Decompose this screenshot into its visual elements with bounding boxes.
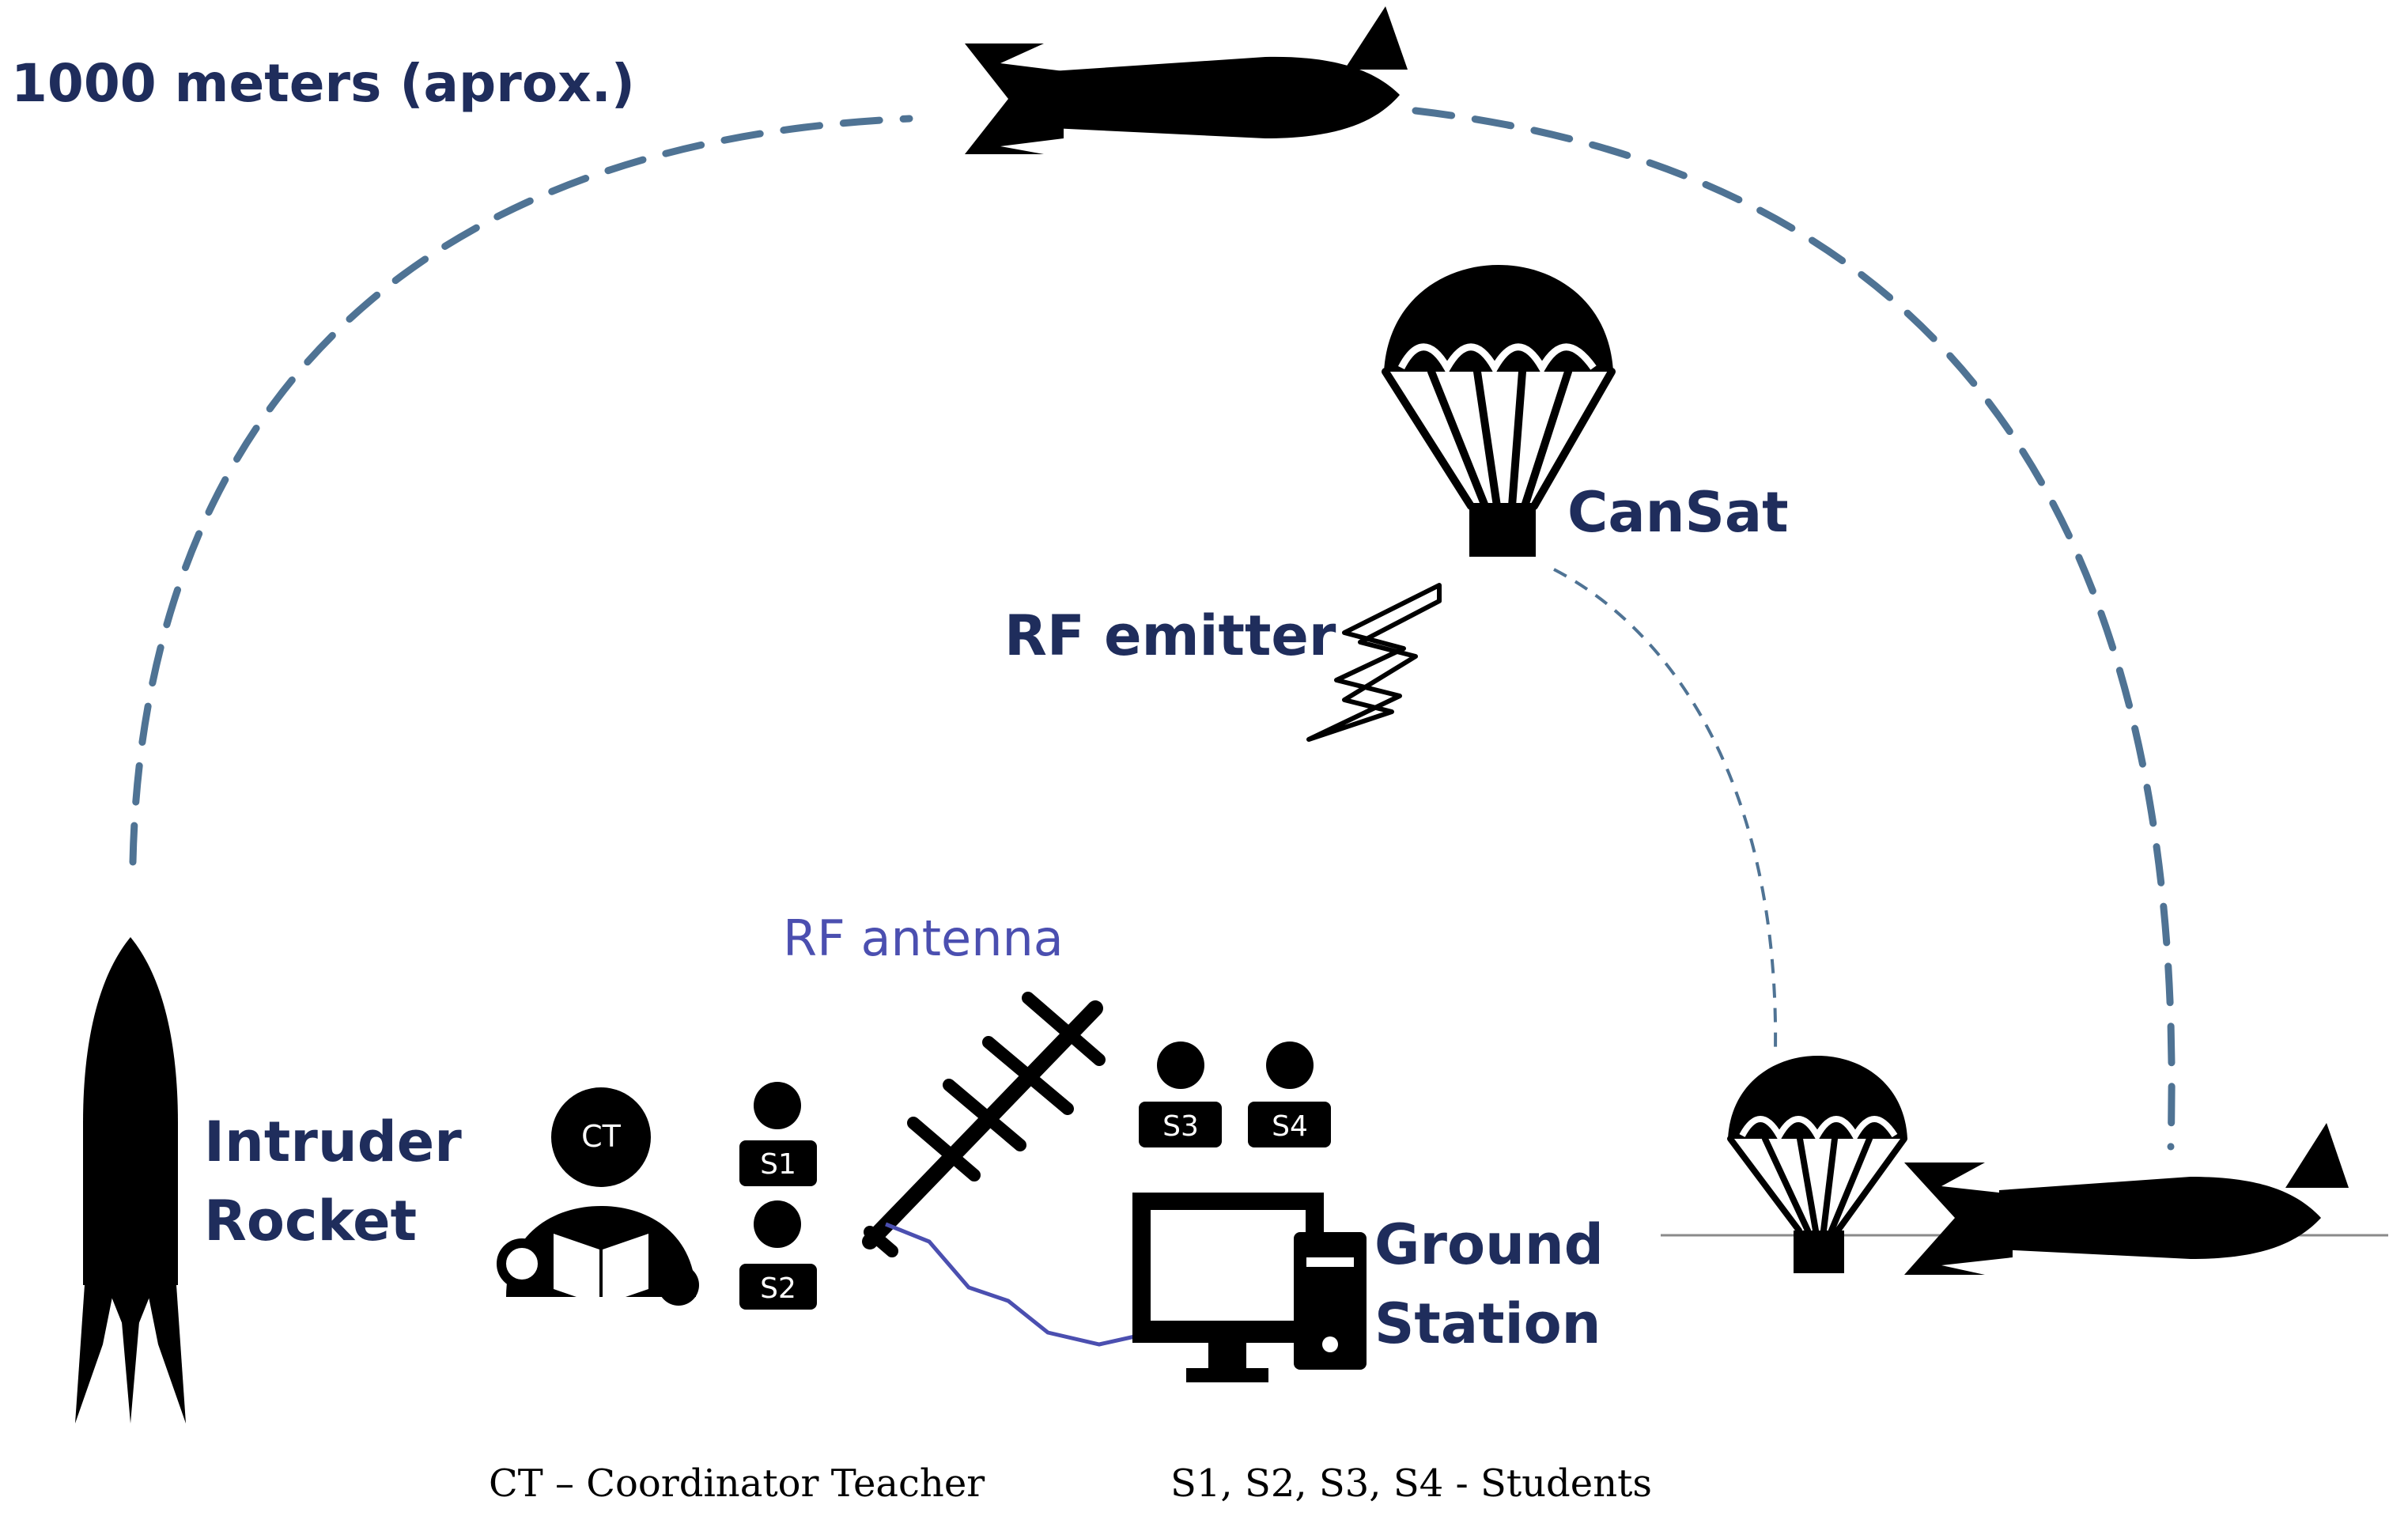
antenna-cable <box>885 1222 1136 1347</box>
intruder-label-line1: Intruder <box>204 1110 462 1174</box>
rocket-apogee-icon <box>965 6 1408 154</box>
rf-antenna-icon <box>862 992 1106 1257</box>
s4-badge: S4 <box>1272 1110 1308 1143</box>
student-s2-icon <box>739 1200 817 1310</box>
rf-antenna-label: RF antenna <box>783 909 1064 967</box>
intruder-label-line2: Rocket <box>204 1189 417 1253</box>
cansat-descent-path <box>1553 568 1778 1053</box>
rf-emitter-label: RF emitter <box>1004 603 1336 668</box>
legend-coordinator: CT – Coordinator Teacher <box>489 1461 985 1506</box>
cansat-parachute-icon <box>1382 265 1616 557</box>
student-s4-icon <box>1248 1042 1331 1147</box>
landed-parachute-icon <box>1727 1056 1907 1273</box>
ct-badge: CT <box>581 1119 622 1154</box>
ground-station-label-line1: Ground <box>1374 1212 1604 1277</box>
intruder-rocket-icon <box>75 937 186 1423</box>
ground-station-label-line2: Station <box>1374 1291 1601 1356</box>
rocket-trajectory-arc <box>129 107 2176 1151</box>
lightning-bolt-icon <box>1306 583 1442 742</box>
student-s3-icon <box>1139 1042 1222 1147</box>
coordinator-teacher-icon <box>497 1087 699 1306</box>
student-s1-icon <box>739 1082 817 1186</box>
computer-tower-icon <box>1294 1232 1367 1370</box>
computer-monitor-icon <box>1132 1193 1324 1382</box>
altitude-label: 1000 meters (aprox.) <box>11 53 635 114</box>
s2-badge: S2 <box>760 1272 796 1305</box>
legend-students: S1, S2, S3, S4 - Students <box>1170 1461 1652 1506</box>
cansat-label: CanSat <box>1567 480 1789 545</box>
s3-badge: S3 <box>1162 1110 1199 1143</box>
s1-badge: S1 <box>760 1148 796 1181</box>
landed-rocket-icon <box>1904 1123 2349 1275</box>
